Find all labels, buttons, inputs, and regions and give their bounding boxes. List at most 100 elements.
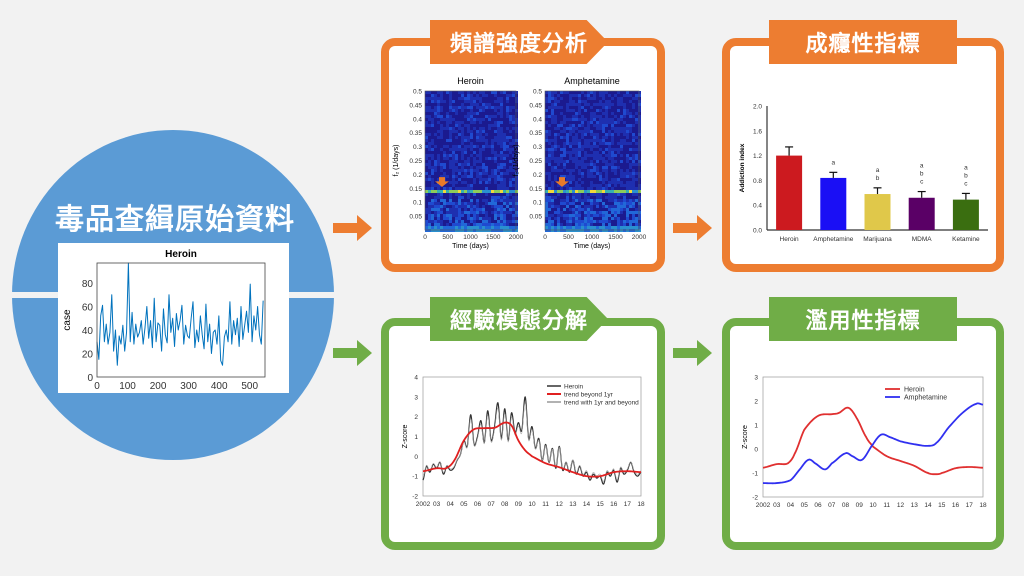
heatmap-cell <box>551 217 554 220</box>
heatmap-cell <box>566 106 569 109</box>
heatmap-cell <box>563 205 566 208</box>
heatmap-cell <box>494 115 497 118</box>
heatmap-cell <box>437 106 440 109</box>
heatmap-cell <box>563 226 566 229</box>
heatmap-cell <box>554 217 557 220</box>
heatmap-cell <box>545 106 548 109</box>
heatmap-cell <box>587 100 590 103</box>
heatmap-cell <box>578 118 581 121</box>
heatmap-cell <box>437 226 440 229</box>
heatmap-cell <box>605 148 608 151</box>
heatmap-cell <box>455 202 458 205</box>
heatmap-cell <box>464 211 467 214</box>
heatmap-cell <box>563 217 566 220</box>
y-tick-label: 0.25 <box>529 158 542 165</box>
heatmap-cell <box>617 109 620 112</box>
heatmap-cell <box>491 121 494 124</box>
heatmap-cell <box>548 160 551 163</box>
heatmap-cell <box>503 184 506 187</box>
heatmap-cell <box>599 163 602 166</box>
heatmap-cell <box>548 154 551 157</box>
heatmap-cell <box>554 154 557 157</box>
heatmap-cell <box>506 226 509 229</box>
heatmap-cell <box>443 115 446 118</box>
heatmap-cell <box>431 139 434 142</box>
x-tick-label: 1500 <box>608 234 623 241</box>
heatmap-cell <box>482 175 485 178</box>
heatmap-cell <box>452 121 455 124</box>
heatmap-cell <box>473 175 476 178</box>
heatmap-cell <box>575 169 578 172</box>
heatmap-cell <box>434 220 437 223</box>
heroin-cases-line <box>96 262 264 366</box>
heatmap-cell <box>563 142 566 145</box>
heatmap-cell <box>617 157 620 160</box>
heatmap-cell <box>500 139 503 142</box>
heatmap-cell <box>581 172 584 175</box>
heatmap-cell <box>605 169 608 172</box>
heatmap-cell <box>593 196 596 199</box>
heatmap-cell <box>620 181 623 184</box>
heatmap-cell <box>578 199 581 202</box>
heatmap-cell <box>470 214 473 217</box>
x-tick-label: 12 <box>897 502 905 509</box>
heatmap-cell <box>620 205 623 208</box>
heatmap-cell <box>581 154 584 157</box>
heatmap-cell <box>584 124 587 127</box>
heatmap-cell <box>449 127 452 130</box>
heatmap-cell <box>569 181 572 184</box>
heatmap-cell <box>434 229 437 232</box>
heatmap-cell <box>605 208 608 211</box>
spectrogram-heatmap <box>425 91 518 232</box>
heatmap-cell <box>614 130 617 133</box>
heatmap-cell <box>620 130 623 133</box>
heatmap-cell <box>551 97 554 100</box>
heatmap-cell <box>425 220 428 223</box>
heatmap-cell <box>500 145 503 148</box>
heatmap-cell <box>602 172 605 175</box>
heatmap-cell <box>443 205 446 208</box>
y-tick-label: 40 <box>82 326 94 337</box>
heatmap-cell <box>503 166 506 169</box>
heatmap-cell <box>485 154 488 157</box>
heatmap-cell <box>605 142 608 145</box>
heatmap-cell <box>614 196 617 199</box>
heatmap-cell <box>494 139 497 142</box>
x-tick-label: 12 <box>556 501 564 508</box>
heatmap-cell <box>566 97 569 100</box>
heatmap-cell <box>428 202 431 205</box>
heatmap-cell <box>635 220 638 223</box>
heatmap-cell <box>464 145 467 148</box>
heatmap-cell <box>482 181 485 184</box>
heatmap-cell <box>614 112 617 115</box>
heatmap-cell <box>470 133 473 136</box>
heatmap-cell <box>575 130 578 133</box>
heatmap-cell <box>557 229 560 232</box>
heatmap-cell <box>605 205 608 208</box>
heatmap-cell <box>506 229 509 232</box>
heatmap-cell <box>446 124 449 127</box>
heatmap-cell <box>551 136 554 139</box>
heatmap-cell <box>620 94 623 97</box>
x-tick-label: 1500 <box>486 234 501 241</box>
heatmap-cell <box>560 196 563 199</box>
heatmap-cell <box>437 91 440 94</box>
y-tick-label: 2 <box>754 399 758 406</box>
heatmap-cell <box>581 103 584 106</box>
heatmap-cell <box>602 124 605 127</box>
heatmap-cell <box>578 178 581 181</box>
heatmap-cell <box>455 223 458 226</box>
heatmap-cell <box>512 127 515 130</box>
heatmap-cell <box>632 115 635 118</box>
heatmap-cell <box>452 175 455 178</box>
heatmap-cell <box>470 184 473 187</box>
heatmap-cell <box>608 211 611 214</box>
heatmap-cell <box>482 103 485 106</box>
heatmap-cell <box>596 178 599 181</box>
heatmap-cell <box>635 196 638 199</box>
heatmap-cell <box>497 172 500 175</box>
heatmap-cell <box>608 166 611 169</box>
heatmap-cell <box>617 229 620 232</box>
heatmap-cell <box>491 163 494 166</box>
